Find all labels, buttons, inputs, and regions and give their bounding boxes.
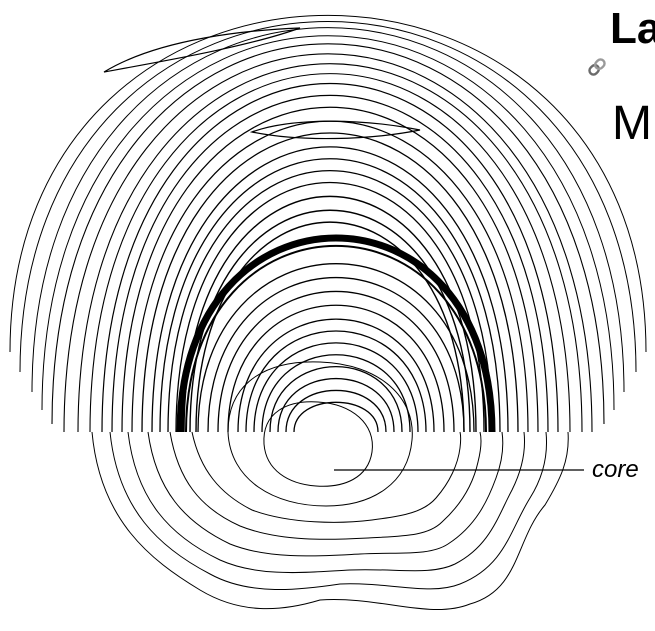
core-outline-outer: [227, 361, 413, 507]
growth-ring: [9, 14, 647, 353]
inner-growth-ring: [277, 378, 395, 433]
dark-growth-band: [176, 234, 496, 433]
inner-growth-ring: [197, 263, 475, 433]
lower-outline: [127, 431, 525, 574]
growth-ring: [101, 82, 559, 433]
dark-growth-band-edge: [185, 245, 487, 433]
paperclip-link-icon[interactable]: [584, 54, 610, 80]
core-label: core: [592, 456, 639, 483]
inner-growth-ring: [261, 354, 411, 433]
lower-outline: [147, 431, 504, 557]
growth-ring: [41, 35, 615, 411]
inner-growth-ring: [217, 290, 455, 433]
inner-growth-ring: [207, 276, 465, 433]
lower-outline: [109, 431, 548, 590]
growth-ring: [77, 63, 583, 433]
growth-ring: [195, 221, 465, 433]
inner-growth-ring: [269, 366, 403, 433]
growth-ring: [31, 27, 625, 393]
lower-outline: [91, 431, 569, 611]
growth-ring: [131, 120, 529, 433]
growth-ring: [89, 73, 571, 433]
growth-ring: [19, 21, 637, 373]
inner-growth-ring: [293, 401, 379, 433]
inner-growth-ring: [253, 342, 419, 433]
lower-outline: [191, 431, 462, 523]
growth-ring: [51, 43, 605, 425]
core-outline-inner: [263, 401, 373, 487]
growth-ring: [159, 158, 501, 433]
growth-ring: [167, 169, 493, 433]
growth-ring: [183, 195, 477, 433]
slide-title-fragment: La: [610, 4, 655, 53]
growth-ring: [121, 106, 539, 433]
growth-ring: [151, 146, 509, 433]
inner-growth-ring: [227, 304, 445, 433]
inner-growth-ring: [245, 330, 427, 433]
inner-growth-ring: [237, 318, 435, 433]
lower-outline: [169, 431, 482, 540]
slide-subtitle-fragment: M: [612, 97, 652, 150]
growth-ring: [63, 53, 593, 433]
lens-feature: [249, 120, 421, 140]
lens-feature: [103, 27, 301, 73]
growth-ring: [141, 132, 519, 433]
inner-growth-ring: [285, 389, 387, 433]
growth-ring: [111, 95, 549, 433]
growth-ring: [175, 181, 485, 433]
